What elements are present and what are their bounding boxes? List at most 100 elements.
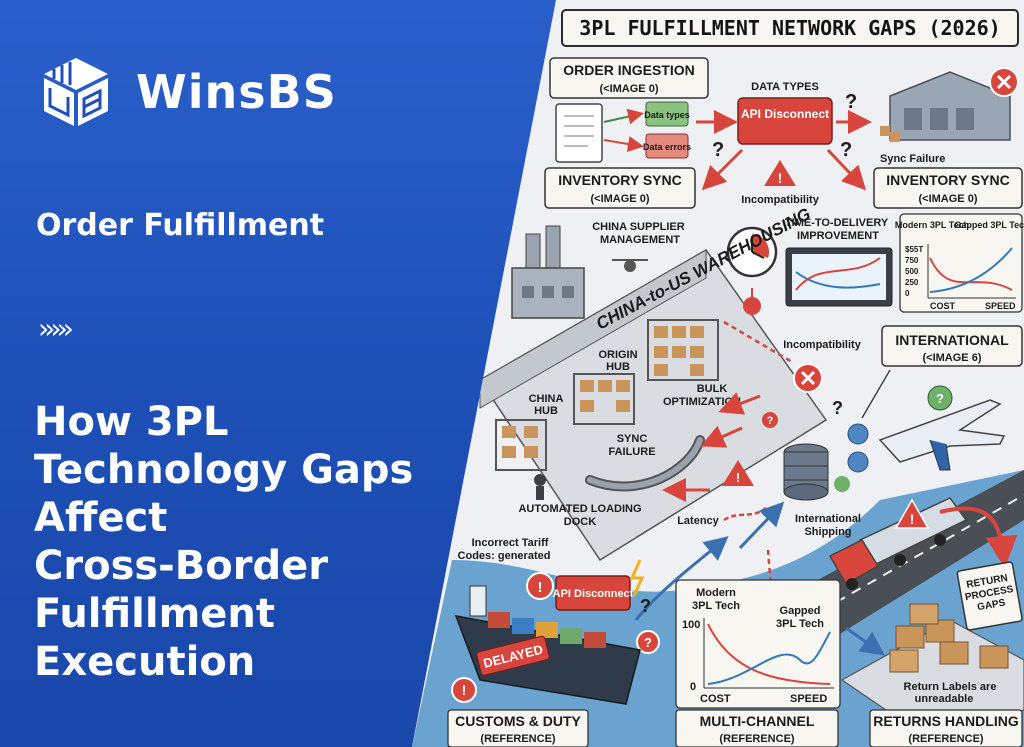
chart-top-modern: Modern 3PL Tech <box>895 220 969 230</box>
headline-line: Technology Gaps <box>34 447 414 493</box>
dollar-icon <box>834 476 850 492</box>
question-icon: ? <box>832 398 843 418</box>
return-process-sign <box>956 561 1023 631</box>
question-icon: ? <box>845 91 857 113</box>
inventory-sync-left-sub: (<IMAGE 0) <box>591 193 650 205</box>
tag-data-types: Data types <box>644 110 690 120</box>
warning-icon <box>722 460 754 486</box>
chart-top-xleft: COST <box>930 301 956 311</box>
truck-cab-icon <box>828 539 880 586</box>
svg-text:!: ! <box>736 470 740 485</box>
svg-text:?: ? <box>767 415 774 427</box>
api-disconnect-top: API Disconnect <box>741 107 829 121</box>
international-title: INTERNATIONAL <box>895 332 1009 348</box>
svg-text:!: ! <box>538 579 543 596</box>
api-disconnect-ship: API Disconnect <box>553 588 634 600</box>
sync-failure-top: Sync Failure <box>880 153 945 165</box>
inventory-sync-left-title: INVENTORY SYNC <box>558 172 681 188</box>
multi-channel-sub: (REFERENCE) <box>719 733 795 745</box>
alert-icon <box>526 572 554 600</box>
warning-icon <box>894 498 930 529</box>
customs-duty-sub: (REFERENCE) <box>480 733 556 745</box>
headline-line: Execution <box>34 639 256 685</box>
international-sub: (<IMAGE 6) <box>923 352 982 364</box>
chart-top-ytick: 0 <box>905 289 910 298</box>
return-sign-text: RETURNPROCESSGAPS <box>962 572 1017 615</box>
svg-text:!: ! <box>910 511 915 527</box>
shelf-rack <box>495 419 547 471</box>
warning-icon <box>764 160 796 186</box>
question-icon <box>636 630 660 654</box>
svg-text:!: ! <box>462 682 467 698</box>
worker-icon <box>534 474 546 486</box>
svg-text:?: ? <box>644 635 652 650</box>
returns-handling-title: RETURNS HANDLING <box>873 713 1019 729</box>
incompatibility-mid: Incompatibility <box>783 339 862 351</box>
chart-bottom-xleft: COST <box>700 693 731 705</box>
chevrons-icon: ››››› <box>38 312 74 345</box>
incompatibility-top: Incompatibility <box>741 194 820 206</box>
alert-icon <box>451 677 477 703</box>
lightning-icon <box>629 559 645 597</box>
drone-icon <box>624 260 636 272</box>
headline: How 3PL Technology Gaps Affect Cross-Bor… <box>34 398 434 686</box>
chat-question-icon <box>927 385 953 411</box>
inventory-sync-right-title: INVENTORY SYNC <box>886 172 1009 188</box>
tag-data-errors: Data errors <box>643 142 691 152</box>
globe-icon <box>847 451 869 473</box>
infographic-title: 3PL FULFILLMENT NETWORK GAPS (2026) <box>579 16 1000 40</box>
returns-handling-sub: (REFERENCE) <box>908 733 984 745</box>
chart-top <box>899 213 1023 313</box>
svg-text:!: ! <box>778 170 783 186</box>
china-supplier-label: CHINA SUPPLIER MANAGEMENT <box>592 221 688 246</box>
latency-label: Latency <box>677 515 719 527</box>
data-types-header: DATA TYPES <box>751 81 819 93</box>
chart-top-ytick: 750 <box>905 256 919 265</box>
chart-bottom-ytop: 100 <box>682 619 700 631</box>
headline-line: Cross-Border <box>34 543 328 589</box>
chart-top-ytick: $55T <box>905 245 923 254</box>
order-ingestion-sub: (<IMAGE 0) <box>600 83 659 95</box>
headline-line: How 3PL <box>34 399 229 445</box>
chip-icon <box>743 297 761 315</box>
inventory-sync-right-sub: (<IMAGE 0) <box>919 193 978 205</box>
question-icon <box>762 412 778 428</box>
order-ingestion-title: ORDER INGESTION <box>563 62 694 78</box>
shelf-rack <box>573 373 635 425</box>
chart-bottom <box>675 579 841 709</box>
multi-channel-title: MULTI-CHANNEL <box>700 713 815 729</box>
svg-text:?: ? <box>936 391 944 406</box>
customs-duty-title: CUSTOMS & DUTY <box>455 713 581 729</box>
document-icon <box>555 103 603 163</box>
question-icon: ? <box>712 139 724 161</box>
winsbs-logo-icon <box>44 58 108 126</box>
chart-top-ytick: 500 <box>905 267 919 276</box>
brand-header: WinsBS <box>38 54 337 130</box>
box-stack <box>889 603 1009 673</box>
headline-line: Fulfillment <box>34 591 275 637</box>
chart-bottom-xright: SPEED <box>790 693 827 705</box>
chart-bottom-ybottom: 0 <box>690 681 696 693</box>
time-to-delivery-label: TIME-TO-DELIVERY IMPROVEMENT <box>785 217 891 242</box>
shelf-rack <box>647 319 719 381</box>
question-icon: ? <box>840 139 852 161</box>
globe-icon <box>847 423 869 445</box>
airplane-icon <box>878 399 1006 463</box>
brand-name: WinsBS <box>136 65 337 119</box>
category-label: Order Fulfillment <box>36 208 325 243</box>
question-icon: ? <box>640 596 651 616</box>
chart-top-xright: SPEED <box>985 301 1016 311</box>
chart-top-gapped: Gapped 3PL Tech <box>954 220 1024 230</box>
chart-top-ytick: 250 <box>905 278 919 287</box>
